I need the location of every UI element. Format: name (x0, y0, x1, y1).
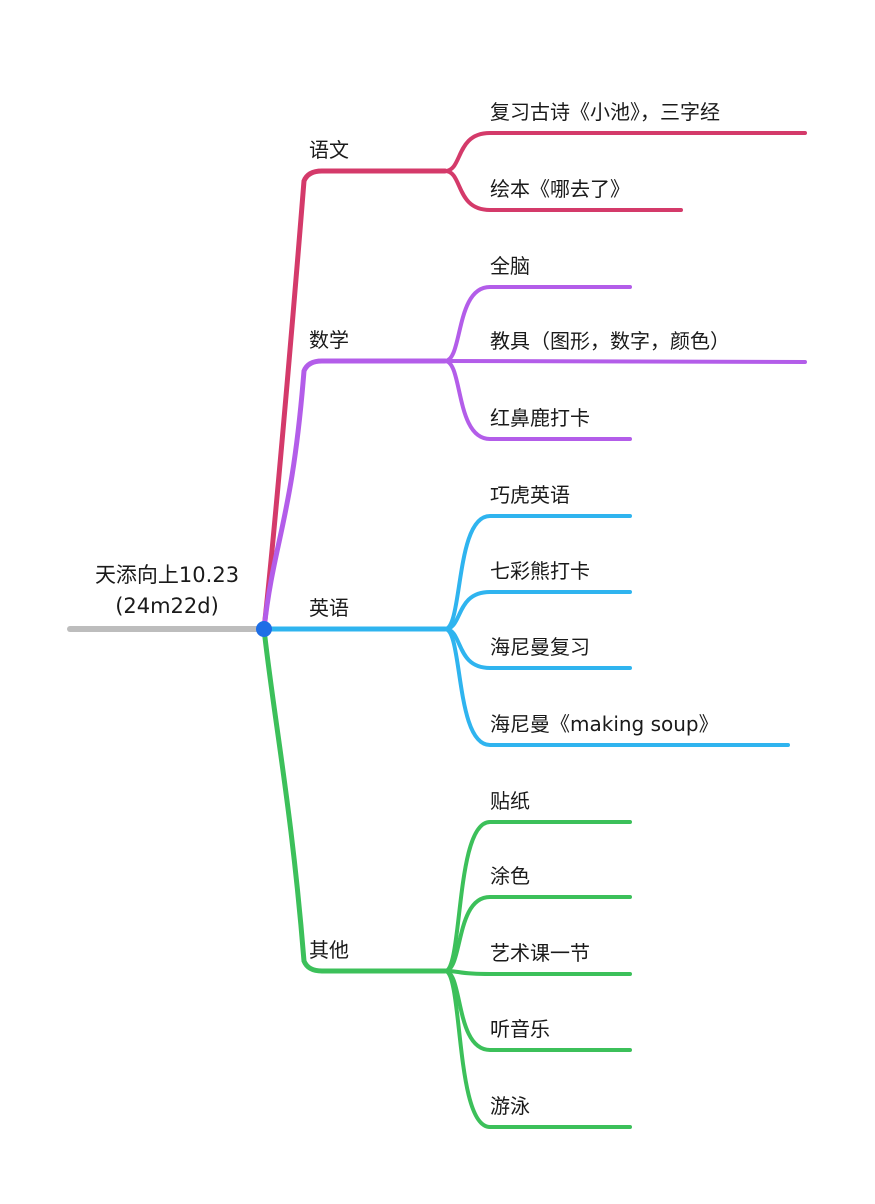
leaf-label: 全脑 (490, 254, 530, 278)
connector-lines (261, 131, 807, 1129)
branch-connector (261, 168, 448, 632)
leaf-label: 复习古诗《小池》，三字经 (490, 100, 720, 124)
root-title: 天添向上10.23 (95, 563, 239, 587)
leaf-connector (443, 969, 632, 976)
root-subtitle: (24m22d) (115, 594, 219, 618)
leaf-connector (443, 131, 807, 173)
leaf-label: 教具（图形，数字，颜色） (490, 329, 730, 353)
leaf-label: 七彩熊打卡 (490, 559, 590, 583)
branch-label: 英语 (309, 596, 349, 620)
leaf-label: 涂色 (490, 864, 530, 888)
leaf-connector (443, 590, 632, 631)
leaf-connector (443, 285, 632, 363)
leaf-label: 海尼曼《making soup》 (490, 712, 719, 736)
root-node (256, 621, 272, 637)
leaf-connector (443, 627, 790, 747)
branch-label: 语文 (309, 138, 349, 162)
leaf-connector (443, 359, 632, 441)
branch-label: 其他 (309, 938, 349, 962)
branch-connector (261, 358, 448, 632)
leaf-label: 听音乐 (490, 1017, 550, 1041)
branch-label: 数学 (309, 328, 349, 352)
leaf-label: 海尼曼复习 (490, 635, 590, 659)
leaf-connector (443, 895, 632, 973)
leaf-label: 红鼻鹿打卡 (490, 406, 590, 430)
leaf-label: 巧虎英语 (490, 483, 570, 507)
leaf-label: 绘本《哪去了》 (490, 177, 630, 201)
leaf-label: 艺术课一节 (490, 941, 590, 965)
leaf-connector (443, 514, 632, 631)
branch-connector (261, 626, 448, 974)
leaf-connector (443, 969, 632, 1129)
leaf-label: 贴纸 (490, 789, 530, 813)
leaf-connector (443, 359, 807, 364)
leaf-connector (443, 169, 683, 212)
leaf-label: 游泳 (490, 1094, 530, 1118)
